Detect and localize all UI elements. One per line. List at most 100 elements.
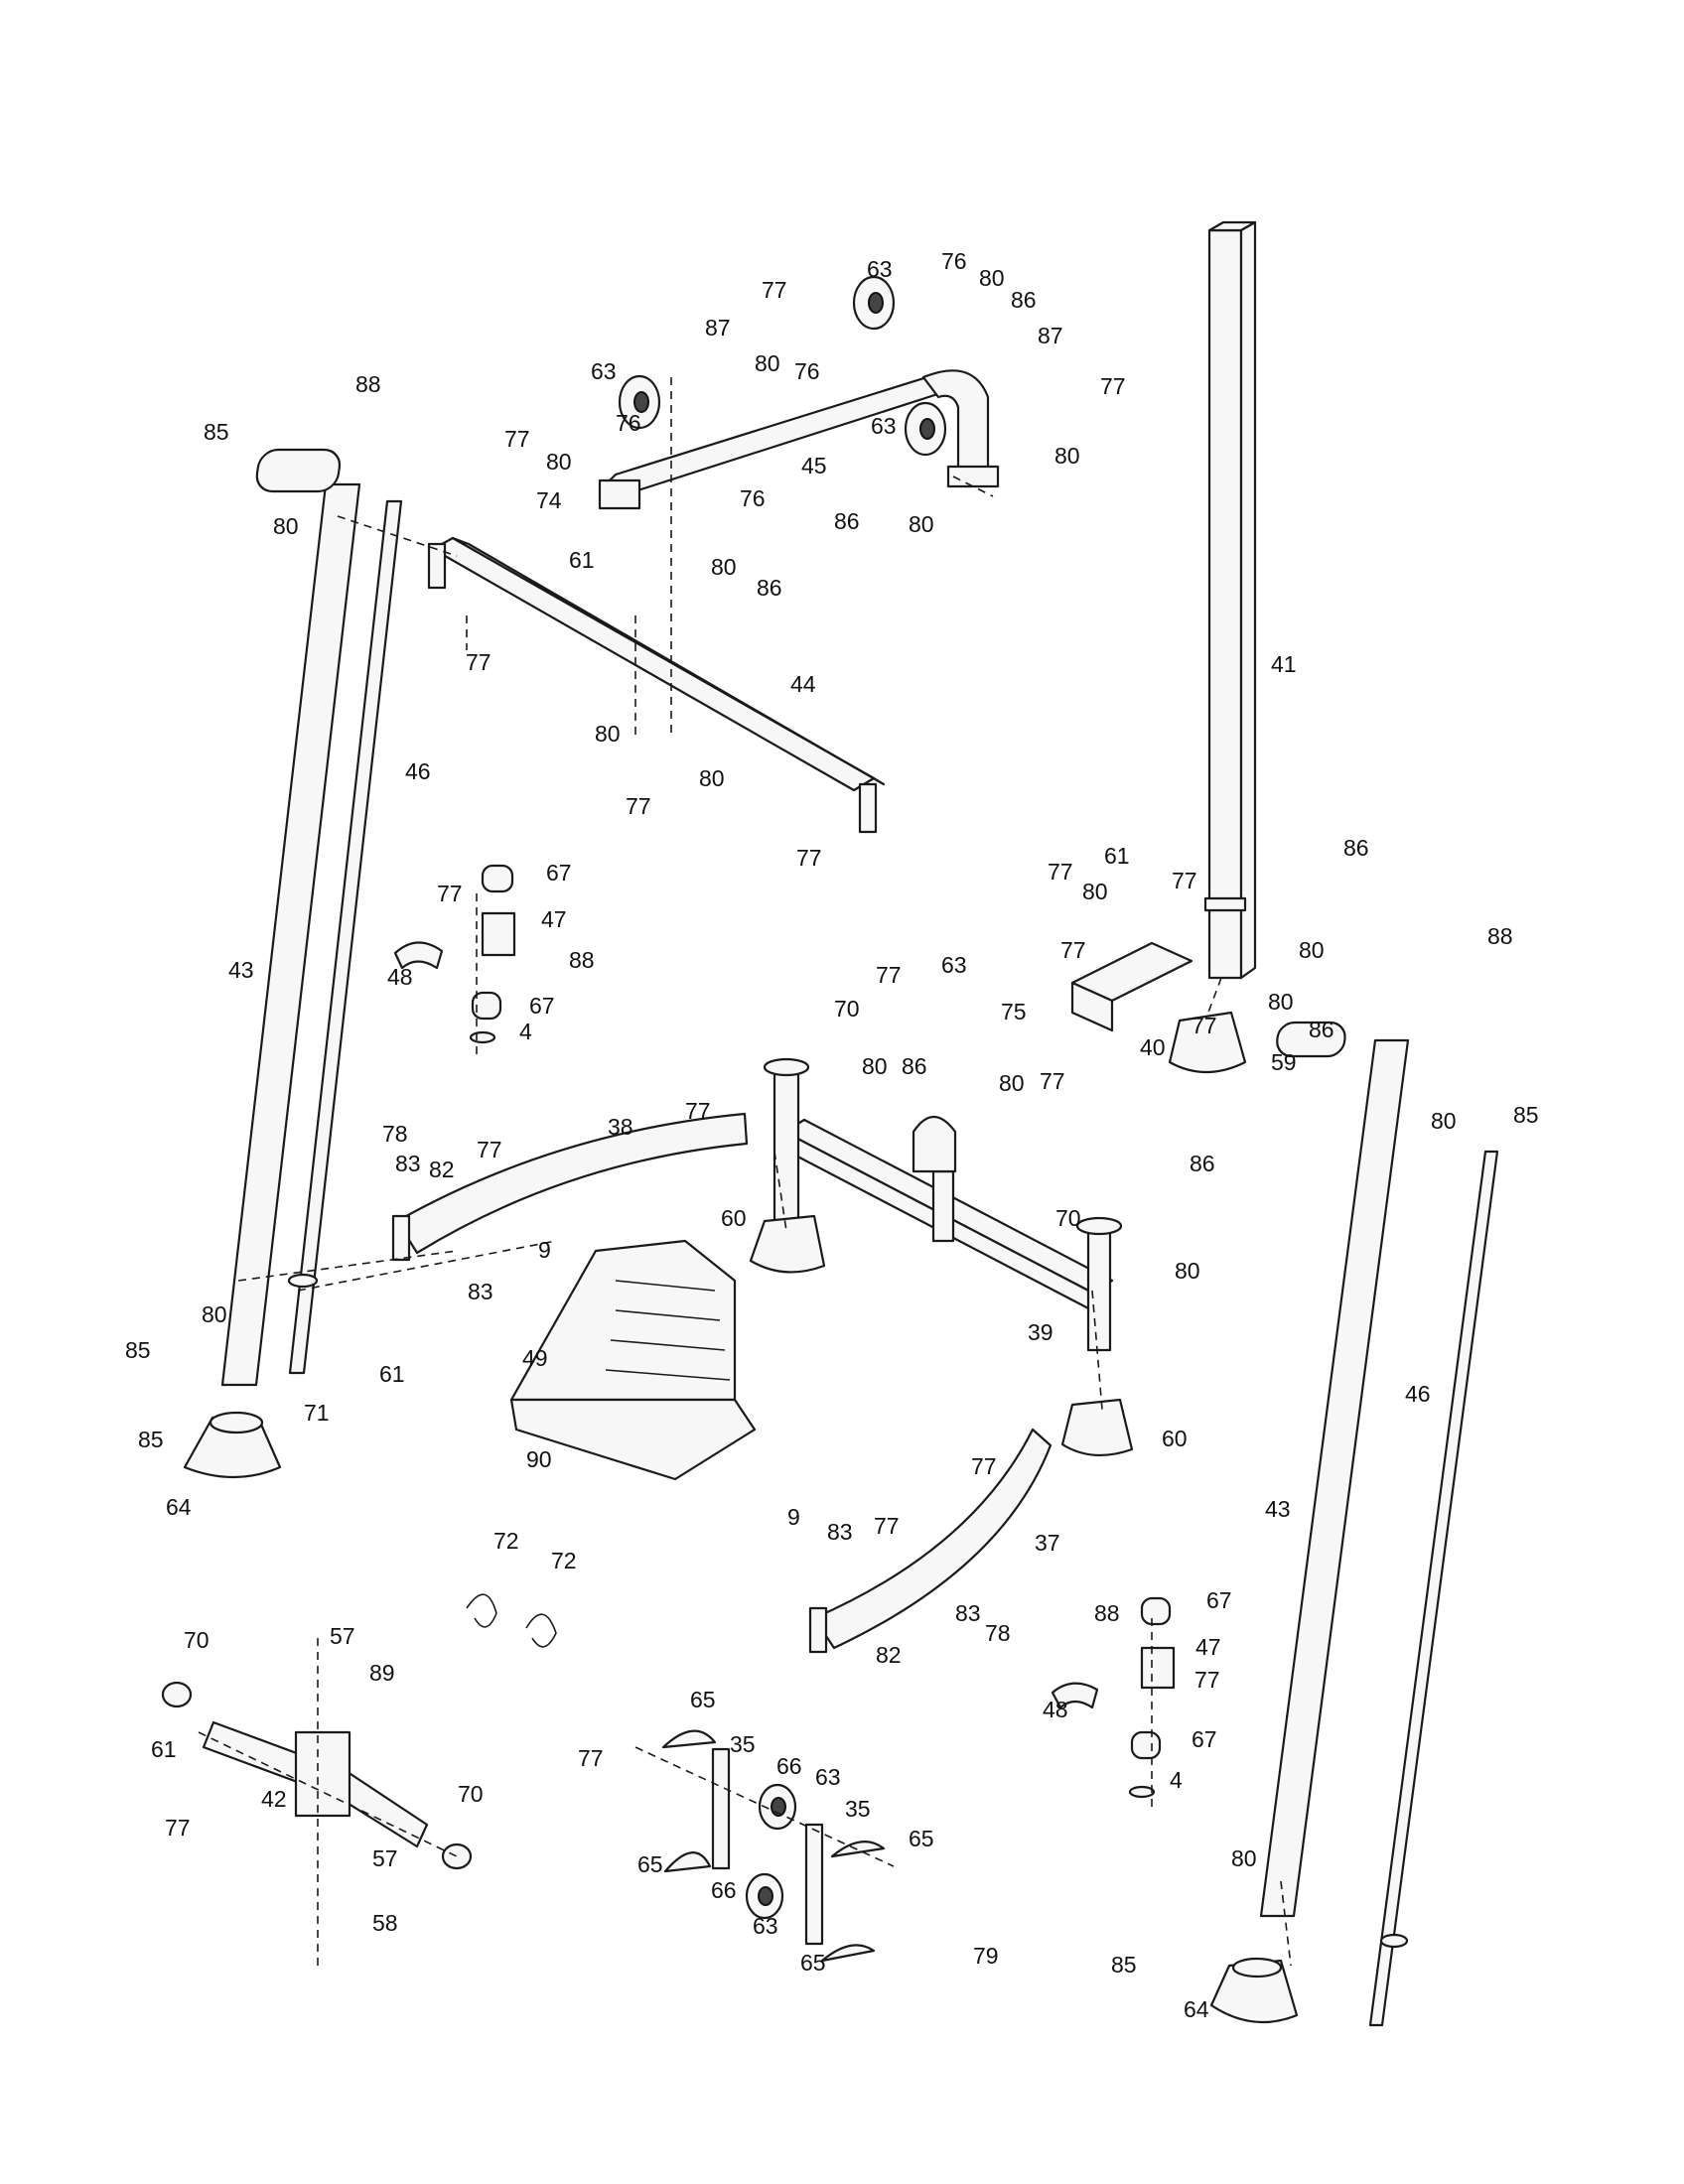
callout-80: 80	[1268, 989, 1294, 1015]
callout-70: 70	[834, 996, 860, 1022]
callout-76: 76	[740, 485, 766, 511]
callout-41: 41	[1271, 651, 1297, 677]
callout-63: 63	[753, 1913, 778, 1939]
callout-9: 9	[538, 1237, 551, 1263]
foot-cap-60-center	[749, 1214, 826, 1274]
pulley-63-b	[852, 275, 896, 331]
callout-61: 61	[1104, 843, 1130, 869]
callout-64: 64	[166, 1494, 192, 1520]
callout-77: 77	[1060, 937, 1086, 963]
bracket-40	[1070, 941, 1193, 1032]
callout-59: 59	[1271, 1049, 1297, 1075]
callout-47: 47	[1195, 1634, 1221, 1660]
callout-64: 64	[1184, 1996, 1209, 2022]
crossbar-44	[427, 536, 886, 834]
callout-83: 83	[955, 1600, 981, 1626]
callout-43: 43	[228, 957, 254, 983]
callout-80: 80	[1299, 937, 1325, 963]
callout-77: 77	[466, 649, 491, 675]
callout-46: 46	[1405, 1381, 1431, 1407]
callout-86: 86	[834, 508, 860, 534]
callout-76: 76	[941, 248, 967, 274]
base-cap-64-right	[1209, 1957, 1299, 2024]
callout-83: 83	[468, 1279, 493, 1304]
callout-35: 35	[845, 1796, 871, 1822]
callout-65: 65	[909, 1826, 934, 1851]
callout-70: 70	[458, 1781, 484, 1807]
callout-85: 85	[138, 1427, 164, 1452]
callout-80: 80	[999, 1070, 1025, 1096]
callout-63: 63	[941, 952, 967, 978]
callout-72: 72	[551, 1548, 577, 1573]
callout-86: 86	[1011, 287, 1037, 313]
support-tube-46-right	[1368, 1150, 1499, 2027]
callout-61: 61	[151, 1736, 177, 1762]
callout-46: 46	[405, 758, 431, 784]
collar-assembly-right	[1051, 1596, 1176, 1799]
callout-70: 70	[184, 1627, 210, 1653]
callout-77: 77	[1040, 1068, 1065, 1094]
callout-78: 78	[985, 1620, 1011, 1646]
callout-77: 77	[762, 277, 787, 303]
callout-67: 67	[529, 993, 555, 1019]
callout-80: 80	[202, 1301, 227, 1327]
callout-90: 90	[526, 1446, 552, 1472]
callout-61: 61	[569, 547, 595, 573]
callout-80: 80	[711, 554, 737, 580]
callout-77: 77	[165, 1815, 191, 1841]
callout-80: 80	[1231, 1845, 1257, 1871]
callout-43: 43	[1265, 1496, 1291, 1522]
callout-4: 4	[1170, 1767, 1183, 1793]
callout-87: 87	[1038, 323, 1063, 348]
callout-86: 86	[1343, 835, 1369, 861]
callout-80: 80	[1054, 443, 1080, 469]
callout-61: 61	[379, 1361, 405, 1387]
callout-65: 65	[800, 1950, 826, 1976]
callout-80: 80	[273, 513, 299, 539]
callout-66: 66	[776, 1753, 802, 1779]
callout-87: 87	[705, 315, 731, 341]
callout-49: 49	[522, 1345, 548, 1371]
callout-77: 77	[477, 1137, 502, 1162]
callout-80: 80	[979, 265, 1005, 291]
callout-70: 70	[1055, 1205, 1081, 1231]
callout-77: 77	[626, 793, 651, 819]
callout-40: 40	[1140, 1034, 1166, 1060]
callout-80: 80	[909, 511, 934, 537]
callout-80: 80	[595, 721, 621, 747]
callout-78: 78	[382, 1121, 408, 1147]
callout-35: 35	[730, 1731, 756, 1757]
pulley-63-a	[618, 374, 661, 430]
callout-77: 77	[1100, 373, 1126, 399]
callout-83: 83	[827, 1519, 853, 1545]
base-arc-37	[808, 1428, 1052, 1654]
callout-77: 77	[796, 845, 822, 871]
base-cap-64-left	[183, 1411, 282, 1479]
callout-89: 89	[369, 1660, 395, 1686]
callout-77: 77	[874, 1513, 900, 1539]
callout-65: 65	[690, 1687, 716, 1712]
spring-clips-72	[466, 1593, 557, 1648]
callout-4: 4	[519, 1019, 532, 1044]
callout-80: 80	[546, 449, 572, 475]
callout-60: 60	[721, 1205, 747, 1231]
callout-88: 88	[1487, 923, 1513, 949]
callout-86: 86	[757, 575, 782, 601]
callout-67: 67	[546, 860, 572, 886]
foot-cap-60-right	[1060, 1398, 1134, 1457]
callout-77: 77	[1048, 859, 1073, 885]
callout-66: 66	[711, 1877, 737, 1903]
callout-80: 80	[755, 350, 780, 376]
callout-77: 77	[1194, 1667, 1220, 1693]
callout-63: 63	[815, 1764, 841, 1790]
callout-77: 77	[1192, 1013, 1217, 1038]
callout-85: 85	[204, 419, 229, 445]
foot-platform-49	[509, 1239, 757, 1481]
callout-74: 74	[536, 487, 562, 513]
callout-37: 37	[1035, 1530, 1060, 1556]
callout-45: 45	[801, 453, 827, 478]
callout-77: 77	[971, 1453, 997, 1479]
callout-76: 76	[616, 410, 641, 436]
pulley-63-c	[904, 401, 947, 457]
